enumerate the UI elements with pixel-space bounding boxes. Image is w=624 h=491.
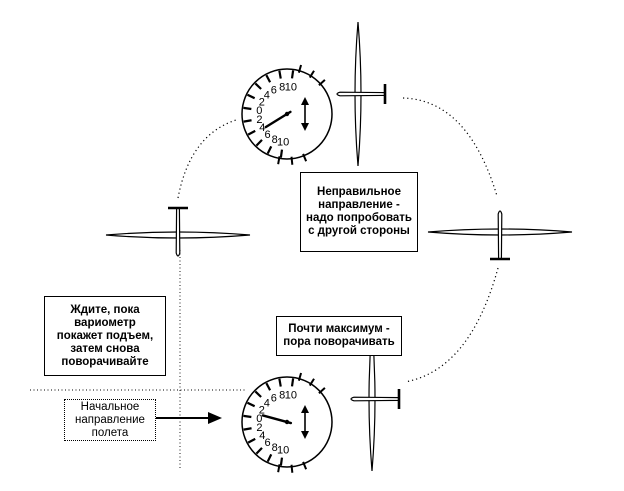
arrow-head-down bbox=[301, 431, 309, 439]
scale-down-5-label: 10 bbox=[277, 137, 289, 149]
outer-tick bbox=[308, 378, 315, 387]
scale-up-3-label: 6 bbox=[271, 84, 277, 96]
scale-down-2-tick bbox=[247, 437, 256, 444]
outer-tick bbox=[277, 156, 281, 165]
scale-up-1-tick bbox=[246, 401, 256, 408]
heading-arrow bbox=[156, 412, 222, 424]
scale-up-3-tick bbox=[265, 74, 272, 83]
scale-down-1-tick bbox=[243, 427, 252, 431]
scale-down-4-tick bbox=[266, 453, 273, 463]
scale-up-1-label: 2 bbox=[259, 97, 265, 109]
scale-zero-tick bbox=[243, 414, 252, 419]
scale-down-1-tick bbox=[243, 119, 252, 123]
scale-down-4-label: 8 bbox=[272, 442, 278, 454]
scale-down-5-label: 10 bbox=[277, 445, 289, 457]
outer-tick bbox=[302, 461, 308, 470]
scale-down-5-tick bbox=[279, 149, 284, 158]
scale-up-5-label: 10 bbox=[285, 389, 297, 401]
label-wrong-direction: Неправильное направление - надо попробов… bbox=[300, 172, 418, 252]
scale-up-2-tick bbox=[254, 390, 262, 398]
scale-down-4-tick bbox=[266, 145, 273, 155]
scale-down-2-label: 4 bbox=[259, 430, 265, 442]
outer-tick bbox=[277, 464, 281, 473]
outer-tick bbox=[308, 70, 315, 79]
scale-down-3-tick bbox=[255, 447, 263, 455]
scale-up-5-tick bbox=[290, 70, 295, 79]
scale-zero-label: 0 bbox=[256, 105, 262, 117]
glider-left-icon bbox=[105, 206, 251, 257]
outer-tick bbox=[297, 372, 303, 381]
glider-right-icon bbox=[427, 210, 573, 261]
scale-up-2-label: 4 bbox=[264, 398, 270, 410]
scale-down-4-label: 8 bbox=[272, 134, 278, 146]
scale-down-5-tick bbox=[279, 457, 284, 466]
scale-down-3-tick bbox=[255, 139, 263, 147]
scale-up-5-label: 10 bbox=[285, 81, 297, 93]
outer-tick bbox=[290, 464, 294, 473]
gauge-pivot bbox=[284, 111, 290, 117]
scale-up-2-label: 4 bbox=[264, 90, 270, 102]
label-almost-max: Почти максимум - пора поворачивать bbox=[276, 316, 402, 356]
arrow-head-down bbox=[301, 123, 309, 131]
scale-up-4-label: 8 bbox=[279, 81, 285, 93]
outer-tick bbox=[302, 153, 308, 162]
scale-up-2-tick bbox=[254, 82, 262, 90]
outer-tick bbox=[318, 387, 326, 394]
scale-up-4-tick bbox=[278, 378, 282, 387]
path-right-bottom bbox=[404, 267, 499, 383]
scale-up-1-tick bbox=[246, 93, 256, 100]
arrow-head-up bbox=[301, 405, 309, 413]
scale-up-3-tick bbox=[265, 382, 272, 391]
gauge-pivot bbox=[284, 419, 290, 425]
outer-tick bbox=[290, 156, 294, 165]
path-left-top bbox=[177, 119, 237, 199]
guide-lines bbox=[30, 250, 246, 470]
scale-up-4-label: 8 bbox=[279, 389, 285, 401]
scale-up-4-tick bbox=[278, 70, 282, 79]
scale-down-3-label: 6 bbox=[264, 437, 270, 449]
glider-top-icon bbox=[336, 21, 387, 167]
scale-zero-tick bbox=[243, 106, 252, 111]
arrow-head-up bbox=[301, 97, 309, 105]
path-top-right bbox=[402, 97, 498, 197]
label-wait-climb: Ждите, пока вариометр покажет подъем, за… bbox=[44, 296, 166, 376]
scale-zero-label: 0 bbox=[256, 413, 262, 425]
scale-down-1-label: 2 bbox=[256, 114, 262, 126]
flight-path bbox=[177, 97, 499, 383]
scale-down-2-label: 4 bbox=[259, 122, 265, 134]
scale-down-3-label: 6 bbox=[264, 129, 270, 141]
outer-tick bbox=[318, 79, 326, 86]
scale-up-3-label: 6 bbox=[271, 392, 277, 404]
scale-up-1-label: 2 bbox=[259, 405, 265, 417]
scale-up-5-tick bbox=[290, 378, 295, 387]
label-initial-heading: Начальное направление полета bbox=[64, 399, 156, 441]
scale-down-2-tick bbox=[247, 129, 256, 136]
scale-down-1-label: 2 bbox=[256, 422, 262, 434]
outer-tick bbox=[297, 64, 303, 73]
